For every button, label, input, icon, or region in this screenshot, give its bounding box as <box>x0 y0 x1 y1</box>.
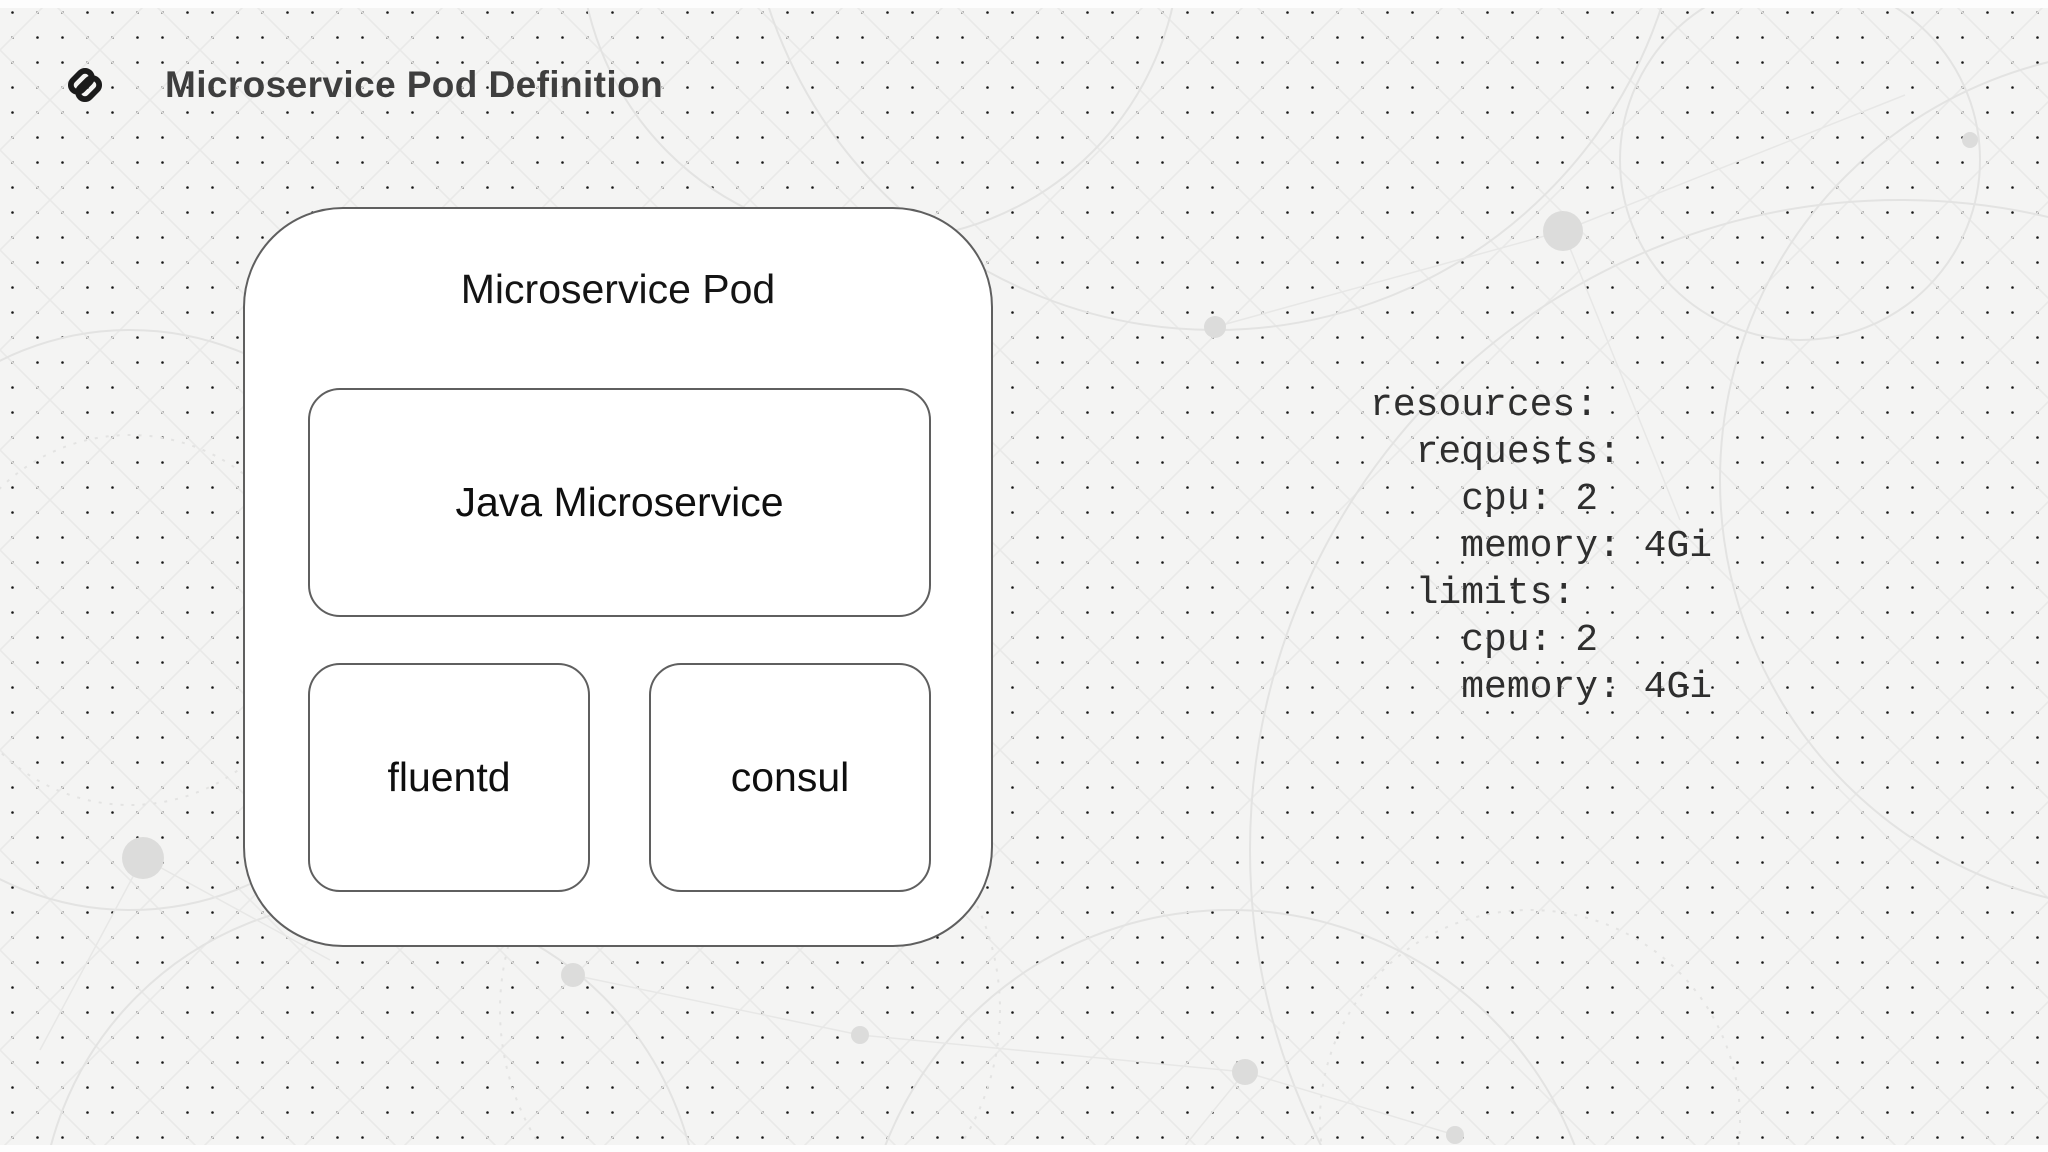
slide-header: Microservice Pod Definition <box>62 62 663 108</box>
container-label: consul <box>730 754 850 800</box>
container-box-fluentd: fluentd <box>308 663 590 892</box>
container-label: Java Microservice <box>455 479 784 525</box>
pod-box: Microservice Pod Java Microservice fluen… <box>243 207 993 947</box>
pod-label: Microservice Pod <box>460 266 776 312</box>
bottom-border-strip <box>0 1145 2048 1152</box>
container-label: fluentd <box>387 754 511 800</box>
yaml-code-block: resources: requests: cpu: 2 memory: 4Gi … <box>1370 384 1713 709</box>
container-box-consul: consul <box>649 663 931 892</box>
squarespace-logo-icon <box>62 62 108 108</box>
container-box-java-microservice: Java Microservice <box>308 388 931 617</box>
top-border-strip <box>0 0 2048 8</box>
page-title: Microservice Pod Definition <box>165 64 664 105</box>
